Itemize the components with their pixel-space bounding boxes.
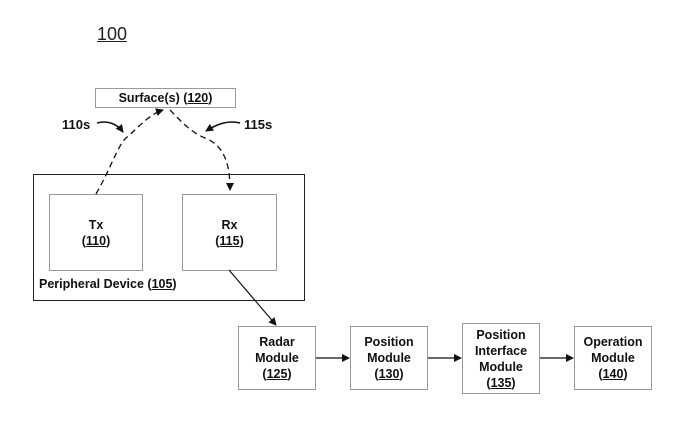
peripheral-device-ref: 105: [151, 277, 173, 291]
rx-label: Rx: [221, 217, 238, 232]
position-interface-module-line1: Position: [476, 327, 526, 342]
tx-ref: 110: [85, 233, 107, 248]
peripheral-device-text: Peripheral Device: [39, 277, 144, 291]
position-module-line1: Position: [364, 335, 414, 349]
tx-callout-arrow: [96, 121, 124, 133]
radar-module-ref: 125: [266, 367, 288, 381]
tx-label: Tx: [88, 217, 104, 232]
operation-module-line2: Module: [591, 351, 635, 365]
operation-module-line1: Operation: [583, 335, 643, 349]
peripheral-device-label: Peripheral Device (105): [39, 277, 177, 291]
position-interface-module-line3: Module: [479, 359, 523, 374]
position-module-line2: Module: [367, 351, 411, 365]
tx-signal-callout: 110s: [62, 117, 91, 132]
position-interface-module-box: Position Interface Module (135): [462, 323, 540, 394]
figure-number: 100: [97, 24, 128, 44]
rx-callout-arrow: [205, 121, 241, 132]
position-interface-module-ref: 135: [490, 375, 512, 390]
rx-signal-callout: 115s: [244, 117, 273, 132]
radar-module-line2: Module: [255, 351, 299, 365]
operation-module-ref: 140: [602, 367, 624, 381]
tx-box: Tx (110): [49, 194, 143, 271]
radar-module-line1: Radar: [259, 335, 295, 349]
position-module-box: Position Module (130): [350, 326, 428, 390]
rx-box: Rx (115): [182, 194, 277, 271]
operation-module-box: Operation Module (140): [574, 326, 652, 390]
radar-module-box: Radar Module (125): [238, 326, 316, 390]
rx-ref: 115: [219, 233, 240, 248]
position-module-ref: 130: [378, 367, 400, 381]
peripheral-device-box: [33, 174, 305, 301]
position-interface-module-line2: Interface: [474, 343, 528, 358]
surface-box: Surface(s) (120): [95, 88, 236, 108]
surface-ref: 120: [187, 91, 209, 105]
surface-label: Surface(s): [118, 91, 180, 105]
